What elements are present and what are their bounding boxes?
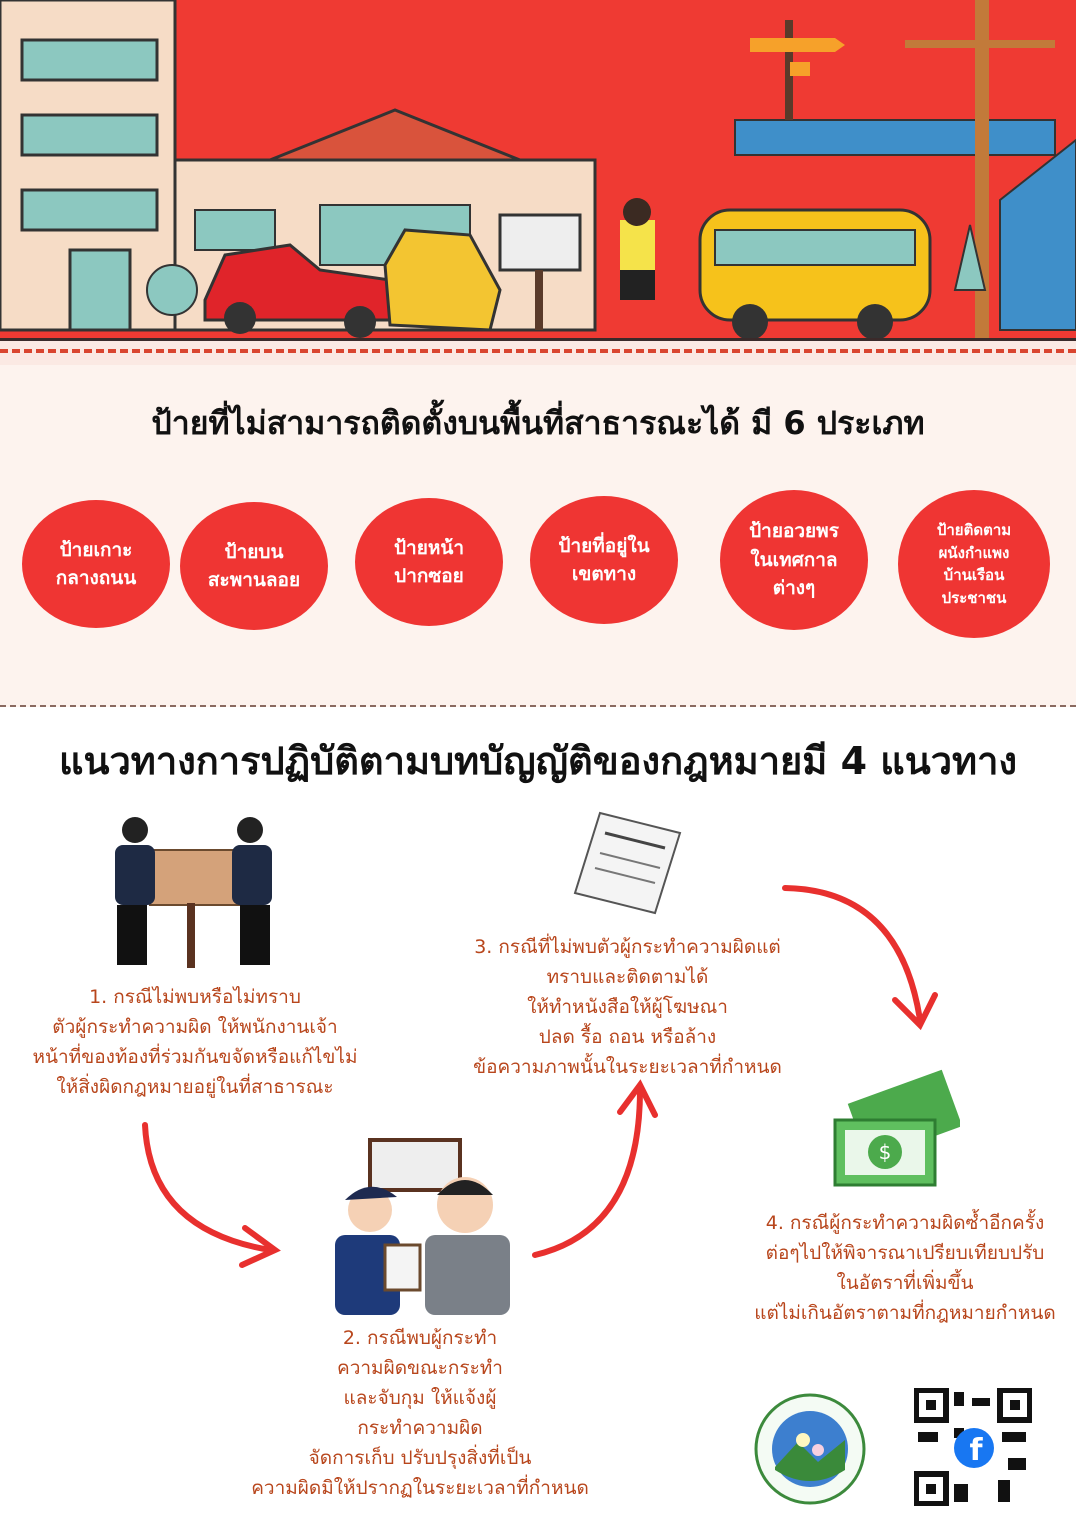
sign-type-5: ป้ายอวยพร ในเทศกาล ต่างๆ [720, 490, 868, 630]
sign-type-2: ป้ายบน สะพานลอย [180, 502, 328, 630]
guideline-step-4: 4. กรณีผู้กระทำความผิดซ้ำอีกครั้ง ต่อๆไป… [754, 1212, 1056, 1324]
guidelines-title: แนวทางการปฏิบัติตามบทบัญญัติของกฎหมายมี … [59, 739, 1017, 783]
document-illustration [573, 811, 682, 915]
road [0, 338, 1076, 365]
guideline-step-2: 2. กรณีพบผู้กระทำ ความผิดขณะกระทำ และจับ… [251, 1327, 589, 1499]
svg-text:$: $ [879, 1140, 892, 1164]
sign-type-3: ป้ายหน้า ปากซอย [355, 498, 503, 626]
sign-types-title: ป้ายที่ไม่สามารถติดตั้งบนพื้นที่สาธารณะไ… [151, 404, 925, 442]
workers-carrying-sign-illustration [115, 817, 272, 968]
money-illustration: $ [833, 1069, 960, 1187]
arrow-2-to-3 [532, 1087, 643, 1258]
flow-arrows [142, 885, 938, 1268]
street-scene-illustration [0, 0, 1076, 340]
sign-type-4: ป้ายที่อยู่ใน เขตทาง [530, 496, 678, 624]
arrow-1-to-2 [142, 1122, 273, 1253]
organization-seal-logo [754, 1393, 866, 1505]
guideline-step-1: 1. กรณีไม่พบหรือไม่ทราบ ตัวผู้กระทำความผ… [32, 986, 358, 1098]
sign-type-6: ป้ายติดตาม ผนังกำแพง บ้านเรือน ประชาชน [898, 490, 1050, 638]
guideline-step-3: 3. กรณีที่ไม่พบตัวผู้กระทำความผิดแต่ ทรา… [473, 936, 782, 1078]
police-and-offender-illustration [335, 1138, 510, 1315]
svg-text:f: f [969, 1433, 983, 1468]
facebook-qr-code[interactable]: f [914, 1388, 1032, 1506]
sign-type-1: ป้ายเกาะ กลางถนน [22, 500, 170, 628]
header-illustration [0, 0, 1076, 365]
arrow-3-to-4 [782, 885, 923, 1023]
facebook-icon [954, 1428, 994, 1468]
